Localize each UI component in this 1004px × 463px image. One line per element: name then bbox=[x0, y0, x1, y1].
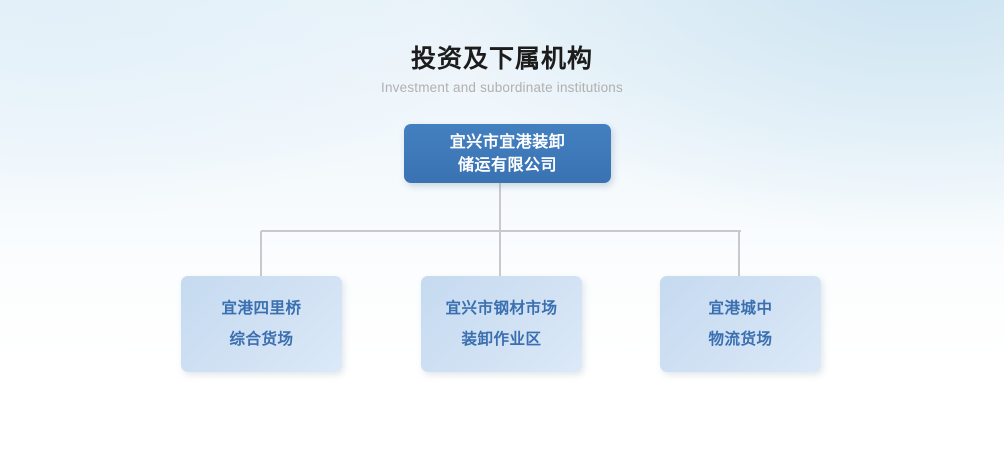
connector-drop-child-3 bbox=[738, 231, 740, 277]
org-node-child-3-label: 宜港城中 物流货场 bbox=[708, 300, 773, 348]
org-node-child-1-label: 宜港四里桥 综合货场 bbox=[221, 300, 302, 348]
connector-horizontal-bar bbox=[261, 230, 741, 232]
org-node-child-3[interactable]: 宜港城中 物流货场 bbox=[660, 276, 821, 372]
connector-root-stem bbox=[499, 182, 501, 233]
page-subtitle: Investment and subordinate institutions bbox=[381, 80, 623, 95]
org-node-child-2[interactable]: 宜兴市钢材市场 装卸作业区 bbox=[421, 276, 582, 372]
org-node-child-1[interactable]: 宜港四里桥 综合货场 bbox=[181, 276, 342, 372]
page-header: 投资及下属机构 Investment and subordinate insti… bbox=[0, 44, 1004, 97]
page-title: 投资及下属机构 bbox=[410, 45, 593, 73]
connector-drop-child-2 bbox=[499, 231, 501, 277]
org-node-root-label: 宜兴市宜港装卸 储运有限公司 bbox=[449, 133, 566, 174]
connector-drop-child-1 bbox=[260, 231, 262, 277]
org-node-child-2-label: 宜兴市钢材市场 装卸作业区 bbox=[445, 300, 558, 348]
org-node-root[interactable]: 宜兴市宜港装卸 储运有限公司 bbox=[404, 124, 611, 183]
